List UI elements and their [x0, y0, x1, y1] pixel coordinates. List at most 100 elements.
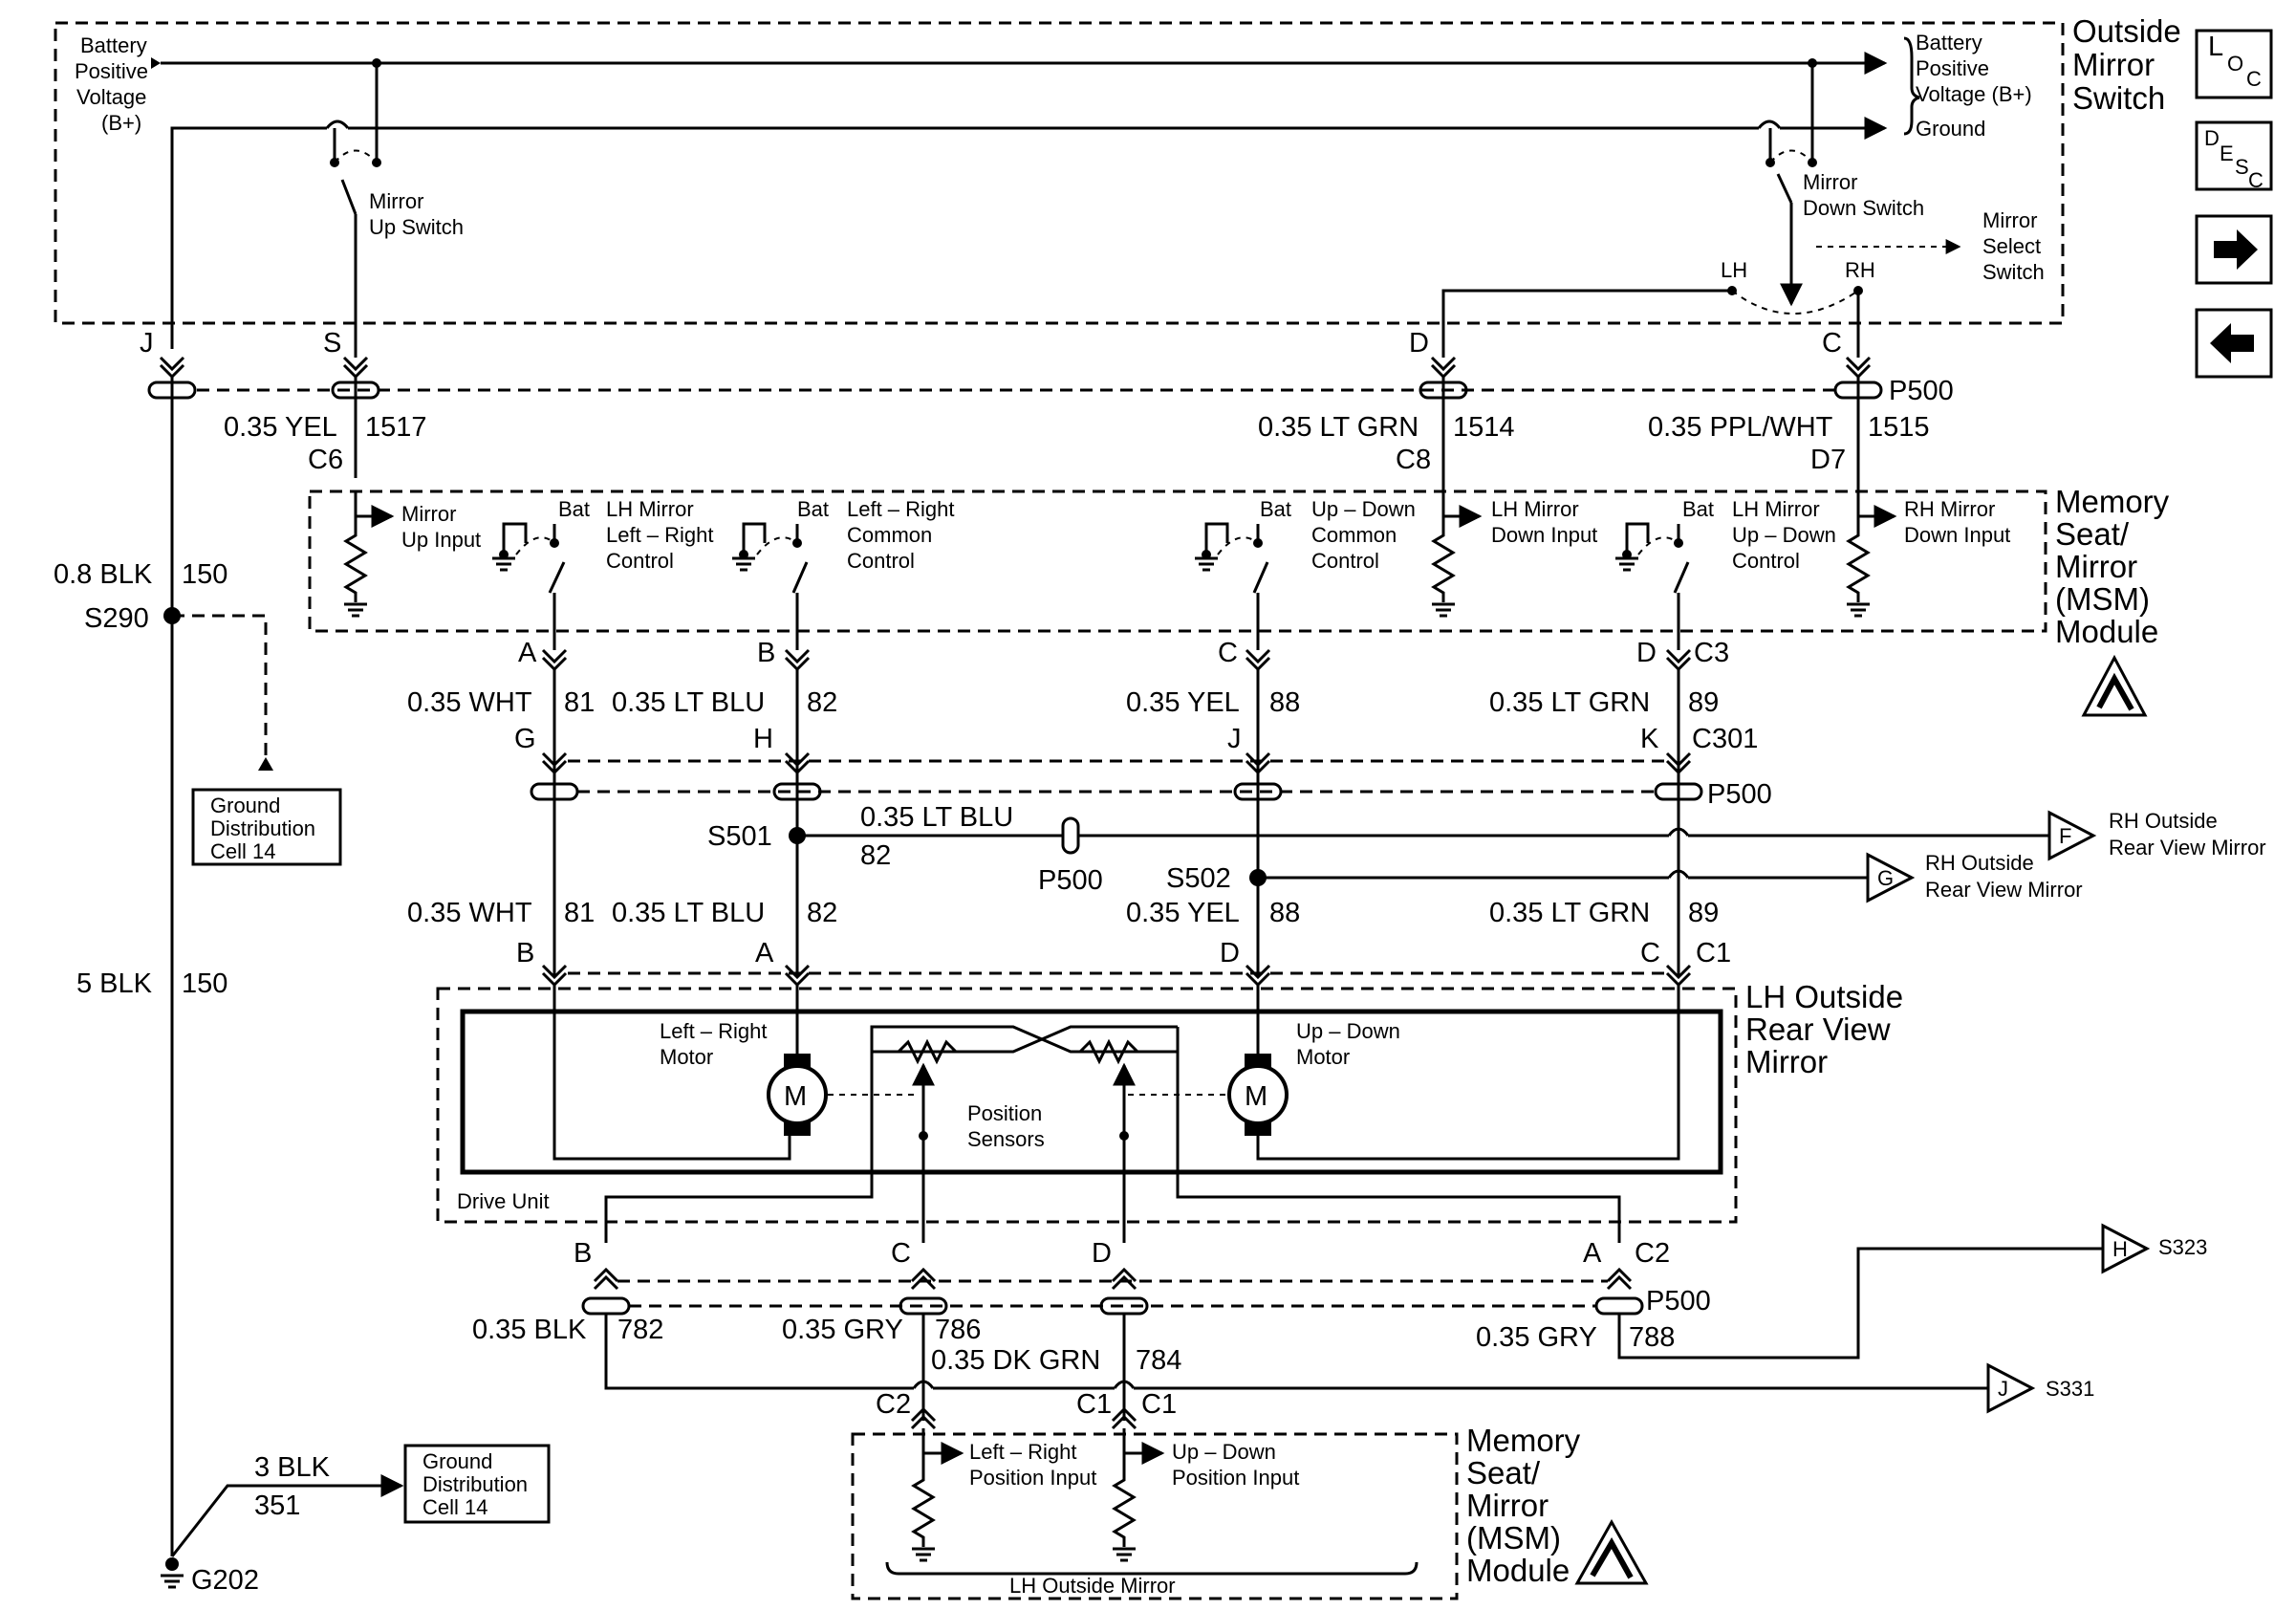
wire-788-circuit: 788 [1629, 1322, 1675, 1353]
lr-motor-feed-81 [552, 985, 791, 1161]
wire-788-run [1617, 1247, 2103, 1360]
g202-label: G202 [191, 1565, 259, 1596]
svg-text:Mirror: Mirror [2072, 47, 2155, 82]
p500-label-1: P500 [1889, 376, 1954, 406]
pin-s: S [323, 328, 341, 359]
desc-d: D [2204, 126, 2220, 150]
wire-782-run [604, 1314, 1988, 1390]
ud-common-label-3: Control [1311, 549, 1379, 573]
wire-150-color: 0.8 BLK [54, 559, 153, 590]
ud-motor-label-2: Motor [1296, 1045, 1350, 1069]
wire-89-circuit: 89 [1688, 687, 1719, 718]
chev-ba [1606, 1267, 1633, 1291]
ref-f-label-1: RH Outside [2109, 809, 2218, 833]
pin-h: H [753, 724, 773, 754]
loc-c: C [2246, 67, 2262, 91]
wire-88-circuit: 88 [1269, 687, 1300, 718]
pin-c6: C6 [308, 445, 343, 475]
battery-label-2: Positive [75, 59, 148, 83]
lr-sensor-node [919, 1131, 928, 1141]
driver-a-blade [548, 524, 566, 650]
wire-1514-circuit: 1514 [1453, 412, 1515, 443]
connector-p500-inline [1061, 816, 1080, 855]
wire-786-color: 0.35 GRY [782, 1315, 903, 1345]
down-switch-bplus-node [1808, 58, 1817, 68]
wire-1514-color: 0.35 LT GRN [1258, 412, 1419, 443]
wire-788-color: 0.35 GRY [1476, 1322, 1597, 1353]
ground-hop-left [325, 120, 350, 129]
pin-k: K [1640, 724, 1659, 754]
sensor-ref-788 [1176, 1052, 1621, 1243]
driver-c-blade [1252, 524, 1269, 650]
lr-sensor-resistor [897, 1038, 958, 1065]
battery-label-1: Battery [80, 33, 147, 57]
driver-d-blade [1673, 524, 1690, 650]
pin-j2: J [1227, 724, 1242, 754]
msm-module-bottom: Memory Seat/ Mirror (MSM) Module Left – … [851, 1423, 1649, 1600]
pin-a-mirror: A [755, 938, 774, 968]
msm-boundary-top [308, 490, 2047, 633]
chev-d [1665, 648, 1692, 672]
lh-mirror-title-2: Rear View [1745, 1012, 1891, 1047]
select-arc [1731, 290, 1859, 315]
ref-j-arrow [1986, 1362, 2036, 1414]
msm-title-4: (MSM) [2055, 581, 2150, 617]
left-arrow-icon [2210, 323, 2254, 363]
wire-150b-circuit: 150 [182, 968, 227, 999]
rh-down-ground-icon [1845, 602, 1872, 618]
position-sensors-label-2: Sensors [967, 1127, 1045, 1151]
wire-351-circuit: 351 [254, 1490, 300, 1521]
ground-label: Ground [1916, 117, 1985, 141]
desc-button-frame[interactable] [2195, 120, 2273, 191]
ref-s331: S331 [2046, 1377, 2094, 1401]
driver-c-arc [1217, 536, 1259, 555]
loc-button-frame[interactable] [2195, 29, 2273, 99]
pin-g: G [514, 724, 536, 754]
esd-warning-icon-bottom [1574, 1518, 1649, 1585]
pin-d-top: D [1409, 328, 1429, 359]
pin-c-mirror: C [1640, 938, 1660, 968]
pin-c-out: C [1218, 638, 1238, 668]
ref-h-letter: H [2112, 1237, 2128, 1261]
wire-351-color: 3 BLK [254, 1452, 331, 1483]
wire-81-circuit: 81 [564, 687, 595, 718]
wire-89-circuit-2: 89 [1688, 898, 1719, 928]
lr-motor-label-1: Left – Right [660, 1019, 768, 1043]
prev-button[interactable] [2195, 308, 2273, 379]
switch-title-3: Switch [2072, 80, 2165, 116]
loc-button[interactable]: L O C [2195, 29, 2273, 99]
down-switch-arc [1769, 149, 1813, 163]
lr-common-label-1: Left – Right [847, 497, 955, 521]
driver-c-bat: Bat [1260, 497, 1291, 521]
desc-e: E [2220, 141, 2234, 165]
ref-s323: S323 [2158, 1235, 2207, 1259]
s501-label: S501 [707, 821, 772, 852]
wire-150b-color: 5 BLK [76, 968, 153, 999]
wire-81-color: 0.35 WHT [407, 687, 532, 718]
pin-c3: C3 [1694, 638, 1729, 668]
ud-pos-ground-icon [1111, 1547, 1137, 1562]
driver-b-bat: Bat [797, 497, 829, 521]
lr-pos-label-2: Position Input [969, 1466, 1096, 1490]
msm-boundary-bottom [851, 1432, 1459, 1600]
ground-circuit: 0.8 BLK 150 S290 Ground Distribution Cel… [54, 377, 551, 1596]
ud-motor-brush-top [1245, 1054, 1271, 1067]
outside-mirror-switch: Outside Mirror Switch Battery Positive V… [54, 13, 2181, 358]
next-button[interactable] [2195, 214, 2273, 285]
lh-outside-mirror-brace [885, 1561, 1419, 1576]
lr-common-label-2: Common [847, 523, 932, 547]
pin-b-mirror: B [516, 938, 534, 968]
chev-b [784, 648, 811, 672]
svg-text:Seat/: Seat/ [2055, 516, 2130, 552]
lr-motor-m: M [784, 1081, 807, 1112]
wire-1517-circuit: 1517 [365, 412, 427, 443]
wire-150-circuit: 150 [182, 559, 227, 590]
lr-motor-brush-bottom [784, 1122, 811, 1136]
pin-d-out: D [1636, 638, 1657, 668]
module-output-wires: A B C D C3 0.35 WHT 81 0.35 LT BLU 82 0.… [407, 638, 2266, 988]
driver-c-loop [1204, 522, 1229, 555]
msm-b-title-2: Seat/ [1466, 1455, 1541, 1490]
pin-c1-msm-left: C1 [1076, 1389, 1112, 1420]
s290-label: S290 [84, 603, 149, 634]
desc-button[interactable]: D E S C [2195, 120, 2273, 192]
